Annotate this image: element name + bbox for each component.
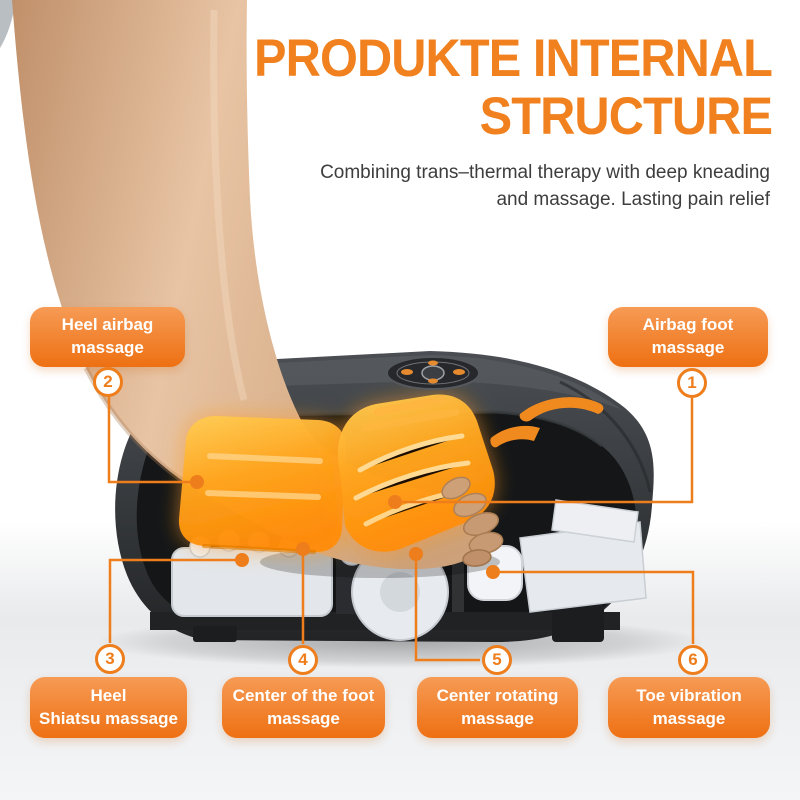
callout-label-text: Center of the foot	[232, 685, 375, 705]
callout-label-text: massage	[461, 708, 534, 728]
callout-label-text: massage	[651, 338, 725, 357]
subtitle-line-1: Combining trans–thermal therapy with dee…	[320, 161, 770, 183]
connector-dot-2	[190, 475, 204, 489]
toes	[441, 476, 504, 567]
callout-label-text: Toe vibration	[636, 685, 742, 705]
callout-label-center-rotating-massage: Center rotating massage	[417, 677, 578, 738]
callout-number-2: 2	[93, 367, 123, 397]
leader-line-3	[108, 558, 236, 643]
callout-label-text: Shiatsu massage	[39, 708, 178, 728]
title-line-2: STRUCTURE	[479, 86, 773, 146]
callout-number-5: 5	[482, 645, 512, 675]
callout-number-4: 4	[288, 645, 318, 675]
header: PRODUKTE INTERNAL STRUCTURE Combining tr…	[209, 29, 773, 214]
callout-label-text: massage	[71, 338, 144, 357]
page-title: PRODUKTE INTERNAL STRUCTURE	[253, 29, 773, 146]
connector-dot-1	[388, 495, 402, 509]
callout-number-3: 3	[95, 644, 125, 674]
title-line-1: PRODUKTE INTERNAL	[253, 29, 773, 88]
page-subtitle: Combining trans–thermal therapy with dee…	[209, 160, 770, 214]
callout-label-text: Airbag foot	[642, 315, 734, 335]
connector-dots	[190, 475, 500, 579]
heel-airbag	[178, 416, 346, 554]
callout-label-text: massage	[267, 708, 340, 728]
connector-dot-5	[409, 547, 423, 561]
control-panel	[386, 356, 480, 390]
connector-dot-3	[235, 553, 249, 567]
leader-line-2	[107, 397, 191, 484]
callout-label-center-of-foot-massage: Center of the foot massage	[222, 677, 385, 738]
leader-lines	[107, 397, 695, 662]
callout-label-text: massage	[652, 708, 726, 728]
callout-label-text: Heel	[90, 685, 127, 705]
callout-label-text: Center rotating	[436, 685, 559, 705]
dome-accent-stripes	[490, 397, 604, 448]
callout-label-airbag-foot-massage: Airbag foot massage	[608, 307, 768, 367]
leader-line-5	[414, 561, 480, 662]
callout-label-text: Heel airbag	[61, 315, 154, 335]
subtitle-line-2: and massage. Lasting pain relief	[496, 188, 770, 210]
callout-number-6: 6	[678, 645, 708, 675]
connector-dot-4	[296, 542, 310, 556]
callout-label-heel-shiatsu-massage: Heel Shiatsu massage	[30, 677, 187, 738]
leader-line-6	[500, 570, 695, 644]
connector-dot-6	[486, 565, 500, 579]
callout-number-1: 1	[677, 368, 707, 398]
background-fragment	[0, 0, 16, 48]
callout-label-heel-airbag-massage: Heel airbag massage	[30, 307, 185, 367]
leader-line-1	[402, 398, 694, 504]
callout-label-toe-vibration-massage: Toe vibration massage	[608, 677, 770, 738]
